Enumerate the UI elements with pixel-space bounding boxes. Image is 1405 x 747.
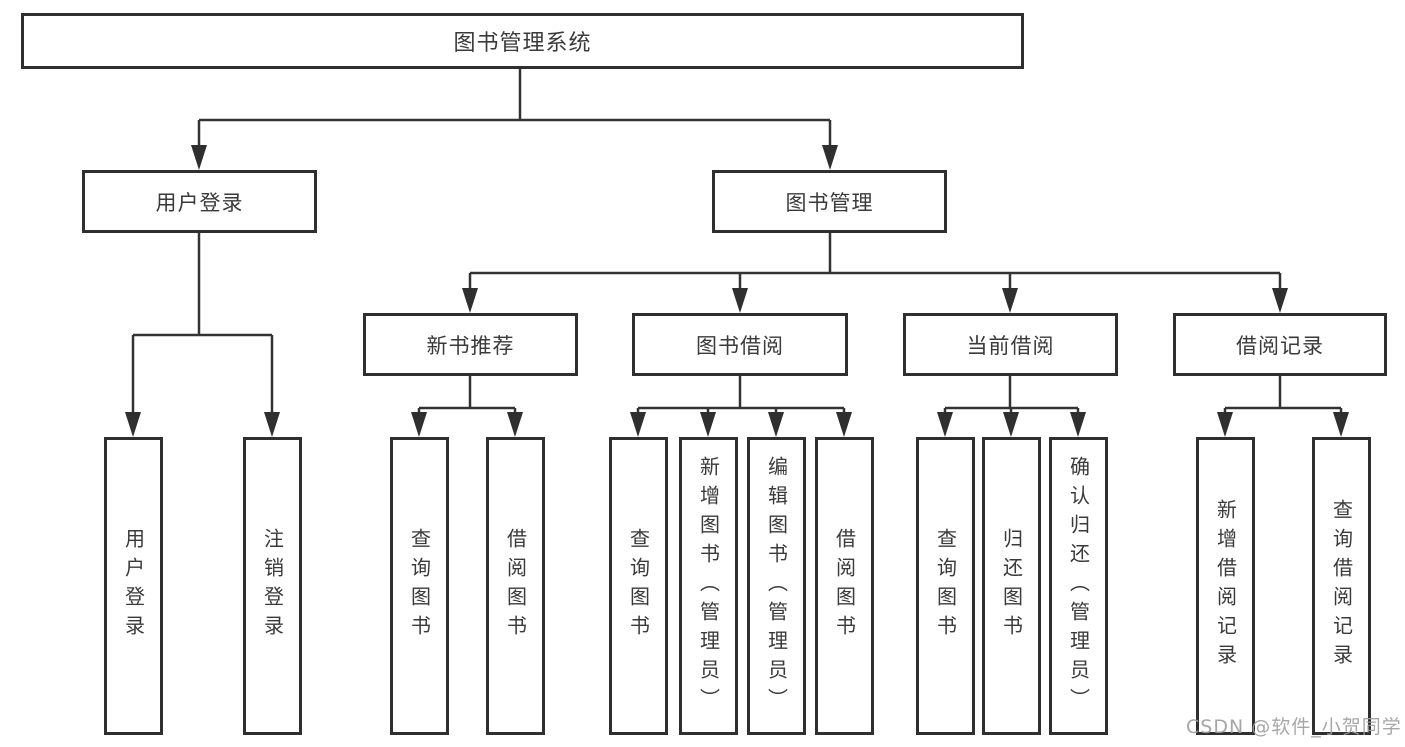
- leaf-borrow-add-book-admin-label: 新增图书（管理员）: [696, 455, 721, 717]
- leaf-user-login: 用户登录: [104, 437, 163, 735]
- leaf-newbook-query-book: 查询图书: [390, 437, 449, 735]
- leaf-newbook-query-book-label: 查询图书: [407, 528, 432, 644]
- node-current-borrowing: 当前借阅: [903, 313, 1118, 376]
- node-book-borrowing-label: 图书借阅: [696, 333, 784, 358]
- leaf-borrow-borrow-book-label: 借阅图书: [832, 528, 857, 644]
- leaf-current-return-book-label: 归还图书: [999, 528, 1024, 644]
- leaf-logout: 注销登录: [243, 437, 302, 735]
- leaf-current-return-book: 归还图书: [982, 437, 1041, 735]
- leaf-record-query-borrow-record: 查询借阅记录: [1312, 437, 1371, 735]
- node-book-borrowing: 图书借阅: [632, 313, 848, 376]
- leaf-current-query-book: 查询图书: [916, 437, 975, 735]
- node-root-label: 图书管理系统: [453, 31, 592, 56]
- leaf-borrow-query-book-label: 查询图书: [626, 528, 651, 644]
- leaf-current-confirm-return-admin: 确认归还（管理员）: [1049, 437, 1108, 735]
- leaf-record-add-borrow-record: 新增借阅记录: [1196, 437, 1255, 735]
- leaf-borrow-edit-book-admin: 编辑图书（管理员）: [747, 437, 806, 735]
- node-user-login: 用户登录: [82, 170, 317, 233]
- leaf-record-query-borrow-record-label: 查询借阅记录: [1329, 499, 1354, 673]
- node-new-book-recommend-label: 新书推荐: [426, 333, 515, 358]
- node-user-login-label: 用户登录: [155, 190, 244, 215]
- csdn-watermark: CSDN @软件_小贺同学: [1186, 716, 1402, 738]
- node-borrowing-records: 借阅记录: [1173, 313, 1387, 376]
- node-book-management: 图书管理: [712, 170, 947, 233]
- leaf-borrow-edit-book-admin-label: 编辑图书（管理员）: [764, 455, 789, 717]
- node-book-management-label: 图书管理: [785, 190, 874, 215]
- leaf-borrow-borrow-book: 借阅图书: [815, 437, 874, 735]
- leaf-newbook-borrow-book-label: 借阅图书: [503, 528, 528, 644]
- leaf-borrow-add-book-admin: 新增图书（管理员）: [679, 437, 738, 735]
- leaf-logout-label: 注销登录: [260, 528, 285, 644]
- leaf-record-add-borrow-record-label: 新增借阅记录: [1213, 499, 1238, 673]
- node-new-book-recommend: 新书推荐: [363, 313, 578, 376]
- node-current-borrowing-label: 当前借阅: [966, 333, 1055, 358]
- leaf-current-query-book-label: 查询图书: [933, 528, 958, 644]
- leaf-current-confirm-return-admin-label: 确认归还（管理员）: [1066, 455, 1091, 717]
- leaf-newbook-borrow-book: 借阅图书: [486, 437, 545, 735]
- leaf-borrow-query-book: 查询图书: [609, 437, 668, 735]
- node-borrowing-records-label: 借阅记录: [1236, 333, 1324, 358]
- node-root: 图书管理系统: [21, 13, 1024, 69]
- leaf-user-login-label: 用户登录: [121, 528, 146, 644]
